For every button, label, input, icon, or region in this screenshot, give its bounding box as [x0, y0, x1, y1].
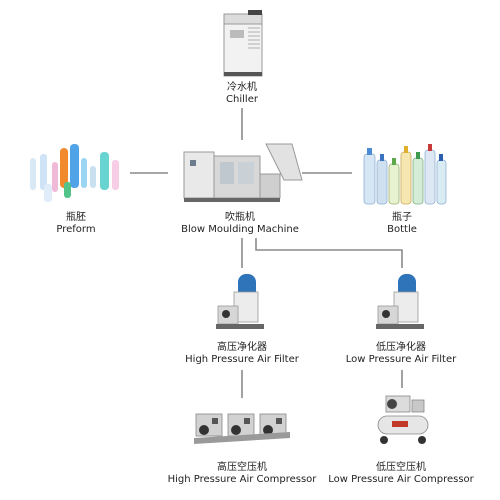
bottle-image [360, 140, 450, 206]
lp-compressor-label: 低压空压机 Low Pressure Air Compressor [328, 462, 474, 486]
blow-moulding-machine-image [180, 140, 305, 208]
lp-filter-label-en: Low Pressure Air Filter [345, 354, 457, 365]
lp-filter-label: 低压净化器 Low Pressure Air Filter [346, 342, 456, 366]
hp-compressor-label-zh: 高压空压机 [217, 462, 267, 473]
chiller-image [218, 8, 268, 80]
chiller-label-zh: 冷水机 [226, 82, 257, 93]
line-machine-to-lp-filter [255, 238, 403, 268]
lp-compressor-label-zh: 低压空压机 [375, 462, 426, 473]
hp-compressor-image [192, 404, 292, 446]
preform-label-en: Preform [56, 224, 96, 235]
lp-filter-image [372, 268, 432, 336]
blow-moulding-label: 吹瓶机 Blow Moulding Machine [181, 212, 299, 236]
chiller-label-en: Chiller [226, 94, 258, 105]
bottle-label-en: Bottle [387, 224, 417, 235]
bottle-label: 瓶子 Bottle [387, 212, 417, 236]
blow-moulding-label-en: Blow Moulding Machine [181, 224, 299, 235]
bottle-label-zh: 瓶子 [391, 212, 412, 223]
preform-label-zh: 瓶胚 [66, 212, 86, 223]
hp-compressor-label: 高压空压机 High Pressure Air Compressor [168, 462, 317, 486]
hp-filter-label-zh: 高压净化器 [217, 342, 267, 353]
lp-compressor-image [372, 390, 434, 448]
hp-filter-label: 高压净化器 High Pressure Air Filter [185, 342, 299, 366]
hp-compressor-label-en: High Pressure Air Compressor [167, 474, 317, 485]
hp-filter-label-en: High Pressure Air Filter [185, 354, 299, 365]
chiller-label: 冷水机 Chiller [226, 82, 258, 106]
blow-moulding-label-zh: 吹瓶机 [224, 212, 255, 223]
preform-label: 瓶胚 Preform [56, 212, 95, 236]
hp-filter-image [212, 268, 272, 336]
preform-image [22, 136, 130, 206]
lp-compressor-label-en: Low Pressure Air Compressor [328, 474, 474, 485]
lp-filter-label-zh: 低压净化器 [376, 342, 426, 353]
